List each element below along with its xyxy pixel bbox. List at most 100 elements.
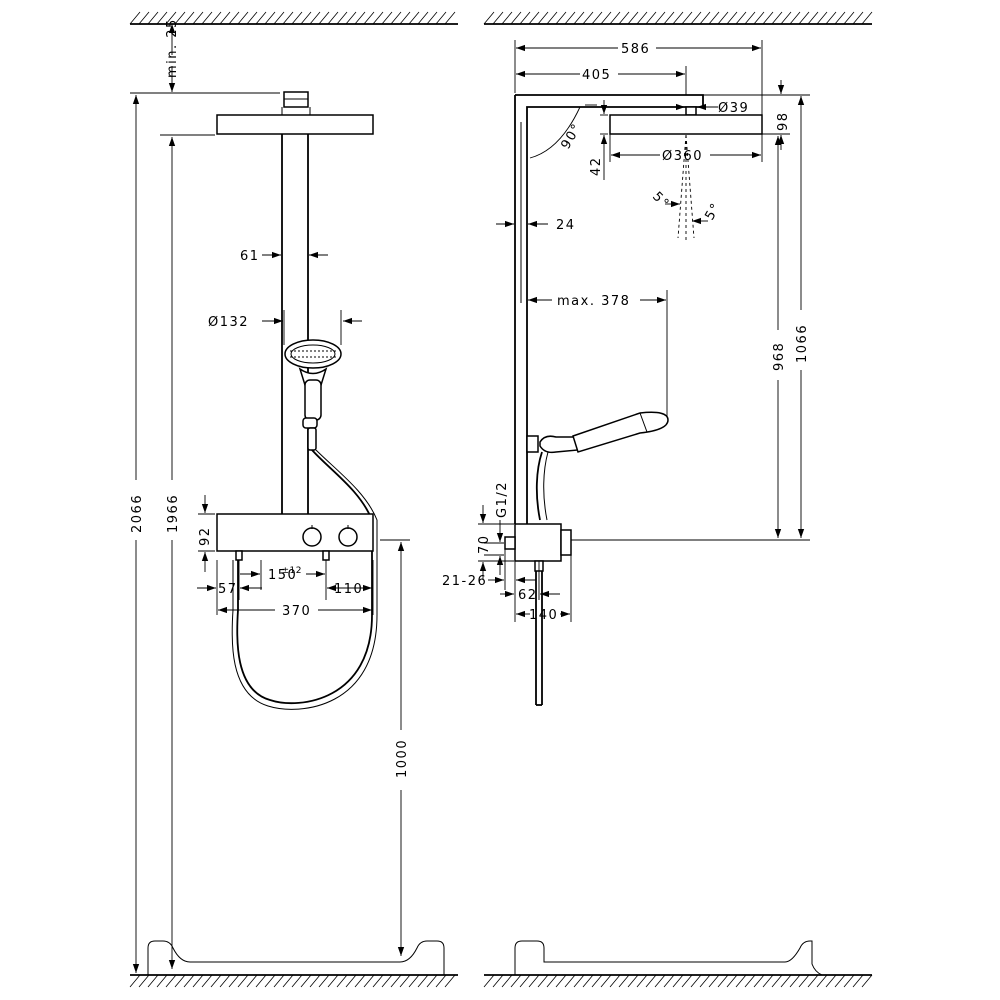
floor-front-hatch: [264, 974, 276, 988]
floor-front-hatch: [219, 974, 231, 988]
floor-side-hatch: [834, 974, 846, 988]
floor-side-hatch: [753, 974, 765, 988]
ceiling-front-hatch: [264, 11, 276, 25]
floor-front-hatch: [255, 974, 267, 988]
floor-side-hatch: [510, 974, 522, 988]
ceiling-side-hatch: [672, 11, 684, 25]
dim-150-tolerance: ±12: [282, 566, 303, 576]
dim-98: 98: [776, 111, 791, 131]
ceiling-front-hatch: [273, 11, 285, 25]
floor-front-hatch: [246, 974, 258, 988]
floor-side-hatch: [843, 974, 855, 988]
floor-side-hatch: [555, 974, 567, 988]
ceiling-side-hatch: [483, 11, 495, 25]
floor-front-hatch: [435, 974, 447, 988]
ceiling-side-hatch: [510, 11, 522, 25]
floor-side-hatch: [816, 974, 828, 988]
floor-side-hatch: [492, 974, 504, 988]
floor-side-hatch: [636, 974, 648, 988]
ceiling-front-hatch: [444, 11, 456, 25]
ceiling-side-hatch: [753, 11, 765, 25]
ceiling-side-hatch: [537, 11, 549, 25]
ceiling-side-hatch: [699, 11, 711, 25]
dim-61: 61: [240, 249, 260, 264]
floor-front-hatch: [156, 974, 168, 988]
floor-front-hatch: [327, 974, 339, 988]
ceiling-side-hatch: [789, 11, 801, 25]
front-view: min. 25 61 Ø132: [130, 18, 445, 976]
ceiling-side-hatch: [609, 11, 621, 25]
ceiling-side-hatch: [546, 11, 558, 25]
floor-side-hatch: [825, 974, 837, 988]
dim-d360: Ø360: [662, 149, 703, 164]
dim-405: 405: [582, 68, 611, 83]
ceiling-front-hatch: [399, 11, 411, 25]
dim-2066: 2066: [130, 494, 145, 533]
ceiling-side-hatch: [834, 11, 846, 25]
ceiling-side-hatch: [519, 11, 531, 25]
dim-1000: 1000: [395, 739, 410, 778]
dim-370: 370: [282, 604, 311, 619]
dim-1966: 1966: [166, 494, 181, 533]
ceiling-front-hatch: [345, 11, 357, 25]
floor-side-hatch: [654, 974, 666, 988]
floor-side-hatch: [645, 974, 657, 988]
floor-side-hatch: [600, 974, 612, 988]
ceiling-front-hatch: [219, 11, 231, 25]
dim-57: 57: [218, 582, 238, 597]
floor-front-hatch: [174, 974, 186, 988]
floor-side-hatch: [780, 974, 792, 988]
dim-min-25: min. 25: [165, 18, 180, 78]
floor-side-hatch: [726, 974, 738, 988]
floor-front-hatch: [138, 974, 150, 988]
dim-42: 42: [589, 156, 604, 176]
floor-front-hatch: [201, 974, 213, 988]
floor-side-hatch: [591, 974, 603, 988]
floor-side-hatch: [528, 974, 540, 988]
ceiling-front-hatch: [390, 11, 402, 25]
floor-front-hatch: [210, 974, 222, 988]
ceiling-side-hatch: [717, 11, 729, 25]
ceiling-side-hatch: [816, 11, 828, 25]
ceiling-side-hatch: [591, 11, 603, 25]
floor-front-hatch: [129, 974, 141, 988]
floor-front-hatch: [300, 974, 312, 988]
floor-front-hatch: [417, 974, 429, 988]
dim-g12: G1/2: [495, 481, 510, 518]
ceiling-side-hatch: [501, 11, 513, 25]
ceiling-front-hatch: [282, 11, 294, 25]
ceiling-side-hatch: [627, 11, 639, 25]
ceiling-front-hatch: [381, 11, 393, 25]
ceiling-front-hatch: [228, 11, 240, 25]
floor-front-hatch: [354, 974, 366, 988]
floor-front-hatch: [228, 974, 240, 988]
ceiling-front-hatch: [354, 11, 366, 25]
ceiling-side-hatch: [636, 11, 648, 25]
ceiling-front-hatch: [363, 11, 375, 25]
floor-side-hatch: [789, 974, 801, 988]
floor-front-hatch: [273, 974, 285, 988]
dim-max-378: max. 378: [557, 294, 630, 309]
ceiling-front-hatch: [246, 11, 258, 25]
dim-1066: 1066: [795, 324, 810, 363]
dim-110: 110: [334, 582, 363, 597]
floor-side-hatch: [717, 974, 729, 988]
floor-side-hatch: [564, 974, 576, 988]
ceiling-front-hatch: [309, 11, 321, 25]
ceiling-front-hatch: [192, 11, 204, 25]
ceiling-side-hatch: [492, 11, 504, 25]
floor-front-hatch: [336, 974, 348, 988]
ceiling-front-hatch: [183, 11, 195, 25]
ceiling-side-hatch: [573, 11, 585, 25]
ceiling-side-hatch: [528, 11, 540, 25]
floor-side-hatch: [762, 974, 774, 988]
floor-side-hatch: [627, 974, 639, 988]
ceiling-side-hatch: [708, 11, 720, 25]
ceiling-front-hatch: [174, 11, 186, 25]
floor-side-hatch: [672, 974, 684, 988]
dim-5deg-right: 5°: [702, 200, 724, 223]
ceiling-side-hatch: [735, 11, 747, 25]
floor-front-hatch: [381, 974, 393, 988]
floor-front-hatch: [426, 974, 438, 988]
